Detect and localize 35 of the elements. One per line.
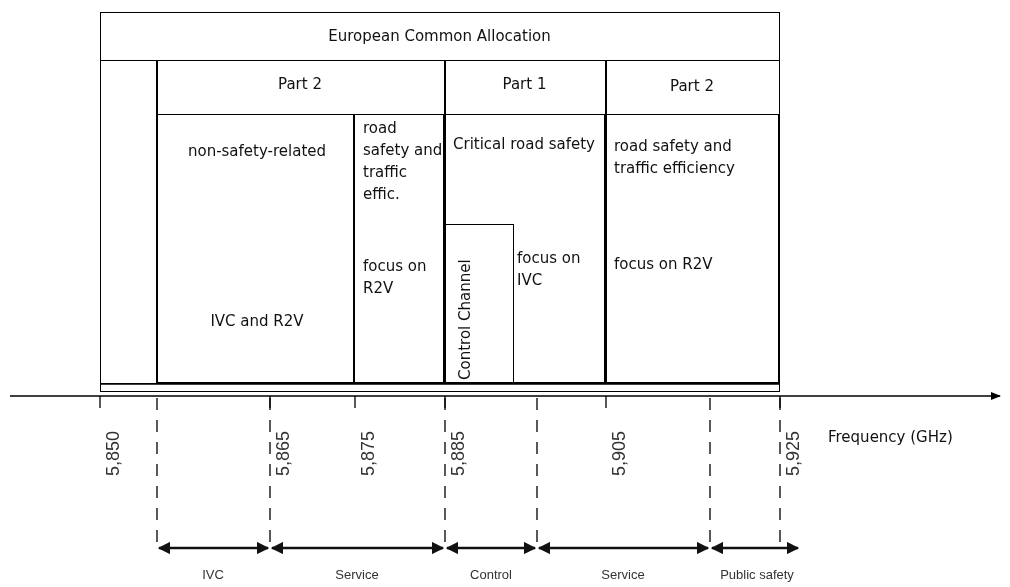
band-label: Service (335, 567, 379, 582)
heading-text: European Common Allocation (327, 26, 552, 47)
part-column (156, 59, 445, 384)
band-cell (444, 114, 605, 383)
heading-text: road safety and traffic efficiency (614, 136, 736, 179)
band-cell (156, 114, 354, 383)
allocation-box (100, 12, 780, 392)
tick-label: 5,925 (783, 431, 804, 477)
part-column (444, 59, 606, 384)
heading-text: Control Channel (454, 257, 475, 380)
part-column (605, 59, 780, 384)
band-label: Control (470, 567, 512, 582)
band-label: Public safety (720, 567, 794, 582)
body-text: focus on R2V (363, 256, 428, 299)
heading-text: Part 1 (501, 73, 548, 95)
tick-label: 5,875 (358, 431, 379, 477)
channel-box (443, 223, 514, 383)
heading-text: Part 2 (277, 73, 323, 95)
band-cell (605, 114, 779, 383)
band-cell (354, 114, 444, 383)
band-label: IVC (202, 567, 224, 582)
tick-label: 5,885 (448, 431, 469, 477)
body-text: focus on IVC (517, 248, 582, 291)
empty-column (99, 59, 157, 384)
body-text: IVC and R2V (209, 311, 305, 332)
tick-label: 5,850 (103, 431, 124, 477)
heading-text: non-safety-related (186, 141, 328, 162)
band-label: Service (601, 567, 645, 582)
heading-text: Critical road safety (452, 134, 596, 155)
tick-label: 5,905 (609, 431, 630, 477)
tick-label: 5,865 (273, 431, 294, 477)
heading-text: Part 2 (669, 75, 715, 97)
body-text: focus on R2V (614, 254, 714, 275)
heading-text: road safety and traffic effic. (363, 118, 443, 205)
axis-label: Frequency (GHz) (828, 428, 953, 446)
